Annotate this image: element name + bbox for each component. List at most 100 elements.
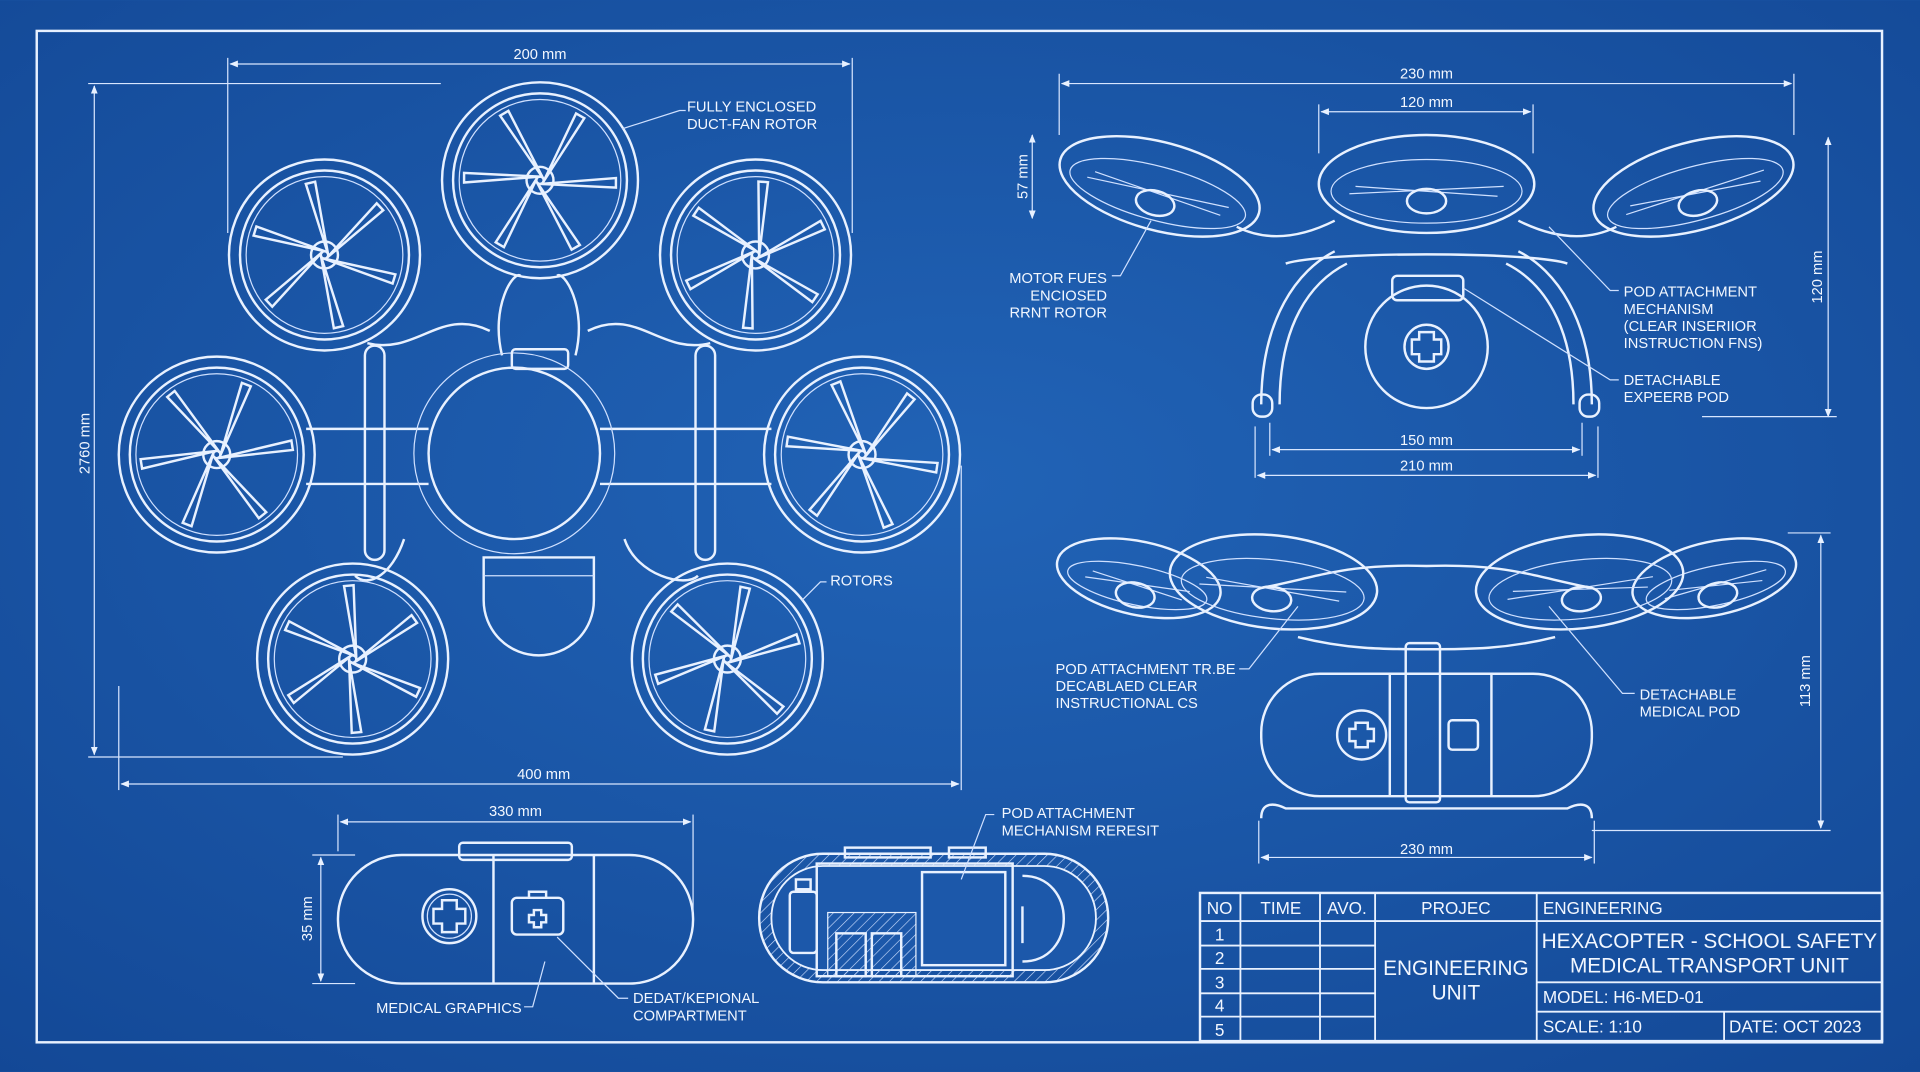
rotor-duct-inner (773, 366, 951, 543)
dim-pod-height: 35 mm (300, 896, 316, 941)
rotor-duct (255, 562, 450, 756)
rotor-duct (1058, 134, 1261, 238)
dim-side-height: 113 mm (1798, 655, 1814, 707)
duct-fan-rotor (1474, 533, 1685, 631)
duct-fan-rotor (227, 158, 422, 352)
rotor-duct-inner (1330, 158, 1523, 224)
rotor-blade (350, 661, 422, 699)
header-avo: AVO. (1327, 898, 1367, 918)
rotor-duct (1317, 133, 1536, 235)
dim-leg-inner: 150 mm (1400, 433, 1453, 449)
rotor-blade (756, 219, 827, 260)
dim-pod-length: 330 mm (489, 804, 542, 820)
rotor-blade (165, 389, 221, 454)
rotor-motor (1114, 581, 1156, 609)
rotor-group (1058, 133, 1795, 238)
dim-total-height: 120 mm (1810, 250, 1826, 303)
rotor-hub-center (347, 654, 358, 664)
rotor-duct-inner (1488, 557, 1673, 621)
rotor-blade (462, 171, 541, 184)
row-number: 5 (1215, 1020, 1225, 1040)
rotor-hub-center (319, 250, 330, 260)
rotor-hub-center (857, 449, 867, 460)
rotor-blade (741, 254, 754, 330)
rotor-blade (342, 583, 358, 659)
duct-fan-rotor (762, 355, 962, 554)
rotor-duct-ring (676, 176, 835, 334)
header-no: NO (1207, 898, 1233, 918)
rotor-blade (829, 379, 867, 454)
rotor-blade (304, 180, 330, 255)
rotor-blade (319, 255, 345, 330)
rotor-duct-inner (451, 92, 629, 269)
rotor-motor (1405, 187, 1448, 215)
duct-fan-rotor (255, 562, 450, 756)
rotor-duct-inner (1180, 557, 1365, 621)
dim-width-top: 200 mm (513, 47, 566, 63)
dim-overall: 230 mm (1400, 67, 1453, 83)
rotor-blade (353, 613, 419, 664)
rotor-blade (252, 224, 326, 253)
duct-fan-rotor (440, 81, 640, 280)
rotor-blade (728, 632, 802, 664)
rotor-duct-ring (245, 176, 404, 334)
rotor-duct (658, 158, 853, 352)
rotor-blade (724, 660, 786, 716)
rotor-blade (217, 439, 295, 460)
rotor-blade (807, 451, 861, 518)
rotor-duct-inner (1606, 157, 1784, 230)
header-project: PROJEC (1421, 898, 1490, 918)
rotor-duct-inner (128, 366, 305, 543)
rotor-duct-inner (1645, 560, 1787, 611)
rotor-duct (762, 355, 962, 554)
row-number: 3 (1215, 972, 1225, 992)
rotor-duct-ring (780, 373, 944, 536)
rotor-blade (861, 456, 939, 474)
rotor-blade (493, 177, 538, 249)
rotor-hub (202, 439, 232, 470)
rotor-blade (857, 455, 895, 530)
rotor-blade (139, 449, 217, 471)
drawing-scale: SCALE: 1:10 (1543, 1017, 1642, 1037)
row-number: 4 (1215, 996, 1225, 1016)
row-number: 2 (1215, 948, 1225, 968)
rotor-duct-inner (266, 573, 439, 745)
rotor-blade (283, 619, 355, 657)
rotor-duct-inner (669, 169, 842, 341)
header-time: TIME (1260, 898, 1301, 918)
rotor-duct (117, 355, 316, 554)
rotor-blade (181, 452, 215, 528)
dim-height: 2760 mm (77, 413, 93, 474)
duct-fan-rotor (1317, 133, 1536, 235)
header-engineering: ENGINEERING (1543, 898, 1663, 918)
rotor-blade (684, 250, 755, 291)
duct-fan-rotor (1058, 134, 1261, 238)
dim-leg-outer: 210 mm (1400, 458, 1453, 474)
rotor-duct-ring (648, 580, 807, 739)
rotor-duct-inner (238, 169, 411, 341)
duct-fan-rotor (630, 562, 825, 756)
rotor-motor (1250, 585, 1293, 613)
rotor-hub (525, 165, 555, 195)
rotor-motor (1134, 188, 1176, 218)
rotor-duct (1055, 537, 1222, 620)
duct-fan-rotor (1168, 533, 1379, 631)
pod-view: 330 mm 35 mm MEDICAL GRAPHICS DEDAT/KEPI… (300, 804, 759, 1024)
rotor-hub (309, 240, 340, 270)
rotor-group (1055, 533, 1798, 631)
dim-side-width: 230 mm (1400, 842, 1453, 858)
rotor-hub-center (211, 449, 222, 460)
duct-fan-rotor (1631, 537, 1798, 620)
row-number: 1 (1215, 925, 1225, 945)
rotor-blade (691, 206, 759, 254)
hex-frame (306, 273, 772, 657)
rotor-hub (712, 644, 743, 674)
rotor-blade (347, 659, 363, 735)
dim-center: 120 mm (1400, 95, 1453, 111)
